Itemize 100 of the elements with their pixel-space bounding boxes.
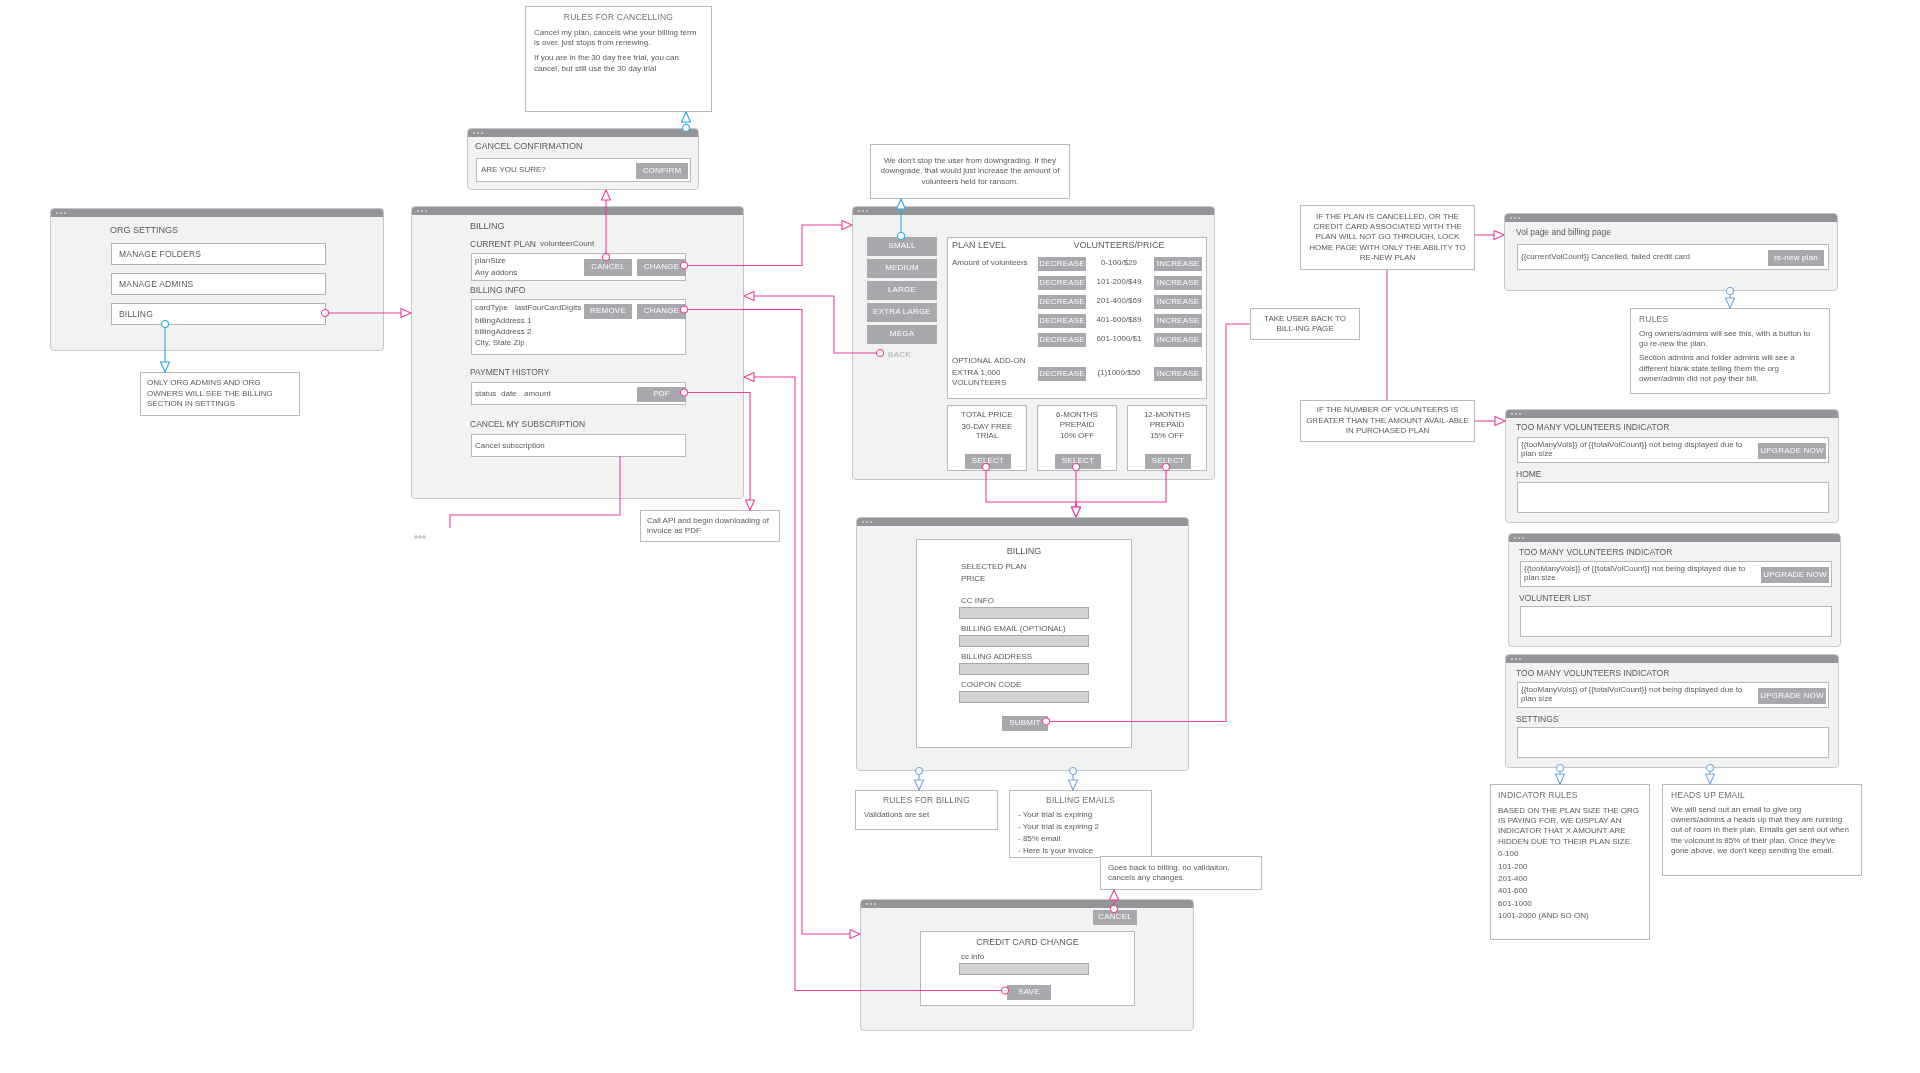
note-text: Goes back to billing, no validaiton, cancels any changes. [1108,862,1231,884]
field-label: BILLING ADDRESS [961,652,1033,662]
flow-arrow [1067,766,1079,791]
status-bar [1520,561,1832,587]
flow-arrow [1704,763,1716,785]
stepper-button: INCREASE [1154,276,1202,290]
section-label: PAYMENT HISTORY [470,366,550,378]
placeholder-text: VOLUNTEERS/PRICE [1073,239,1165,251]
placeholder-text: planSize [475,256,506,266]
placeholder-text: {{tooManyVols}} of {{totalVolCount}} not being displayed due to plan size [1521,684,1744,704]
menu-item: MANAGE ADMINS [111,273,326,295]
placeholder-text: 601-1000/$1 [1096,334,1142,344]
note-text: 401-600 [1498,886,1528,897]
note-heading: HEADS UP EMAIL [1671,790,1745,801]
pricing-card [1037,405,1117,471]
placeholder-text: EXTRA 1,000 VOLUNTEERS [952,368,1008,388]
field-label: cc info [961,952,985,962]
placeholder-text: cardType [475,303,508,313]
pricing-card [1127,405,1207,471]
flow-arrow [320,307,412,319]
section-label: CANCEL MY SUBSCRIPTION [470,418,586,430]
content-panel [471,253,686,281]
note-text: We will send out an email to give org owners/admins a heads up that they are running out of room in their plan. Emails get sent out when the volcount is 85% of their plan. Once they've gone above, we don't keep sending the email. [1671,804,1850,857]
note-text: 101-200 [1498,861,1528,872]
field-label: BILLING [1006,545,1042,557]
stepper-button: INCREASE [1154,257,1202,271]
section-label: TOO MANY VOLUNTEERS INDICATOR [1519,546,1673,558]
app-window [1505,409,1839,523]
flow-arrow [159,319,171,373]
action-button: UPGRADE NOW [1758,688,1826,704]
field-label: SELECTED PLAN [961,562,1027,572]
note-text: - Here is your invoice [1018,845,1094,857]
stepper-button: DECREASE [1038,333,1086,347]
action-button: CHANGE [637,259,686,276]
flow-arrow [1474,229,1505,241]
placeholder-text: PLAN LEVEL [952,239,1007,251]
connector-line [1386,269,1388,401]
placeholder-text: ARE YOU SURE? [481,165,546,175]
note-text: 0-100 [1498,849,1519,860]
flow-arrow [679,305,861,940]
placeholder-text: 101-200/$49 [1096,277,1142,287]
pricing-card [947,405,1027,471]
note-text: BASED ON THE PLAN SIZE THE ORG IS PAYING FOR, WE DISPLAY AN INDICATOR THAT X AMOUNT ARE HIDDEN DUE TO THEIR PLAN SIZE. [1498,805,1641,848]
stepper-button: INCREASE [1154,314,1202,328]
card-title: TOTAL PRICE [961,410,1013,420]
field-label: BILLING EMAIL (OPTIONAL) [961,624,1066,634]
app-window [50,208,384,351]
flow-arrow [1724,286,1736,309]
section-label: Vol page and billing page [1516,226,1611,238]
flow-arrow [743,371,1010,995]
stepper-button: INCREASE [1154,295,1202,309]
card-title: 12-MONTHS PREPAID [1142,410,1192,430]
menu-item: BILLING [111,303,326,325]
plan-size-button: MEDIUM [867,259,937,278]
annotation-note [1250,308,1360,340]
note-text: 601-1000 [1498,898,1532,910]
note-heading: INDICATOR RULES [1498,790,1578,801]
field-label: CREDIT CARD CHANGE [976,936,1079,948]
stepper-button: DECREASE [1038,367,1086,381]
app-window [1508,533,1841,647]
card-subtitle: 30-DAY FREE TRIAL [960,421,1014,441]
placeholder-text: (1)1000/$50 [1097,368,1141,378]
section-label: CURRENT PLAN [470,238,536,250]
plan-size-button: SMALL [867,237,937,256]
note-text: IF THE NUMBER OF VOLUNTEERS IS GREATER THAN THE AMOUNT AVAIL-ABLE IN PURCHASED PLAN [1306,405,1469,437]
note-text: Section admins and folder admins will see a different blank state telling them the org owner/admin did not pay their bill. [1639,353,1796,385]
placeholder-text: date [501,388,517,399]
note-text: Org owners/admins will see this, with a button to go re-new the plan. [1639,328,1812,350]
placeholder-text: 401-600/$89 [1096,315,1142,325]
content-area [1517,727,1829,758]
section-label: BILLING INFO [470,284,526,296]
back-link: BACK [881,347,917,361]
note-heading: RULES [1639,314,1669,325]
placeholder-text: status [475,388,497,399]
placeholder-text: amount [524,388,551,399]
note-text: - 85% email [1018,833,1061,845]
placeholder-text: Cancel subscription [475,440,545,451]
status-bar [1517,437,1829,463]
placeholder-text: City, State Zip [475,338,525,348]
annotation-note [640,510,780,542]
app-window [411,206,744,499]
note-text: If you are in the 30 day free trial, you can cancel, but still use the 30 day trial [534,53,680,75]
field-label: CC INFO [961,596,994,606]
note-text: Cancel my plan, cancels whe your billing term is over. just stops from renewing. [534,27,698,49]
action-button: SELECT [1145,454,1191,469]
note-text: 201-400 [1498,873,1528,885]
action-button: re-new plan [1768,250,1824,266]
field-label: COUPON CODE [961,680,1022,690]
stepper-button: DECREASE [1038,295,1086,309]
stepper-button: INCREASE [1154,367,1202,381]
action-button: REMOVE [584,304,632,319]
placeholder-text: {{tooManyVols}} of {{totalVolCount}} not being displayed due to plan size [1521,439,1744,459]
placeholder-text: billingAddress 2 [475,327,532,337]
placeholder-text: Amount of volunteers [952,258,1029,268]
stepper-button: DECREASE [1038,257,1086,271]
status-bar [1517,244,1829,270]
annotation-note [1630,308,1830,394]
note-heading: RULES FOR BILLING [883,795,970,806]
note-text: 1001-2000 (AND SO ON) [1498,911,1589,922]
field-label: PRICE [961,574,986,584]
